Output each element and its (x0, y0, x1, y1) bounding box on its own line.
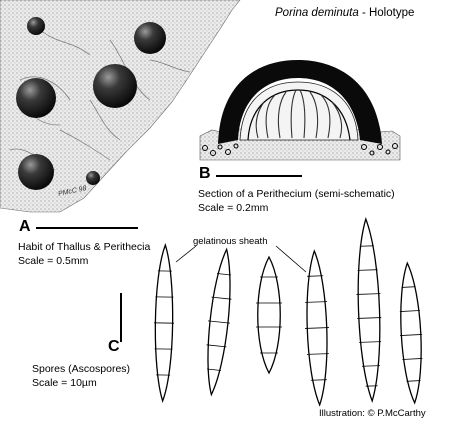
algal-cell (369, 150, 375, 156)
title-separator: - (358, 7, 369, 19)
algal-cell (361, 144, 367, 150)
spores-drawing (153, 217, 423, 407)
species-name: Porina deminuta (275, 7, 359, 19)
spore-1 (153, 243, 175, 403)
type-label: Holotype (368, 7, 415, 19)
figure-title: Porina deminuta - Holotype (275, 7, 414, 20)
spore-4 (304, 249, 330, 407)
gelatinous-sheath-label: gelatinous sheath (193, 236, 268, 247)
panel-a-letter: A (19, 218, 31, 235)
panel-a-scale-bar (36, 227, 138, 229)
perithecium-small-2 (86, 171, 100, 185)
perithecium-medium-1 (134, 22, 166, 54)
panel-b-caption: Section of a Perithecium (semi-schematic… (198, 188, 395, 200)
panel-c-scale-bar (120, 293, 122, 342)
perithecium-medium-2 (18, 154, 54, 190)
perithecium-large-1 (93, 64, 137, 108)
spore-5 (356, 217, 382, 403)
algal-cell (392, 143, 398, 149)
algal-cell (225, 149, 231, 155)
algal-cell (210, 150, 216, 156)
panel-b-scale: Scale = 0.2mm (198, 202, 269, 214)
panel-c-caption: Spores (Ascospores) (32, 363, 131, 375)
algal-cell (385, 149, 391, 155)
perithecium-large-2 (16, 78, 56, 118)
algal-cell (233, 143, 239, 149)
illustration-credit: Illustration: © P.McCarthy (319, 408, 426, 419)
panel-b-scale-bar (216, 175, 302, 177)
perithecium-section-drawing (199, 60, 401, 161)
spore-3 (256, 255, 282, 375)
panel-c-scale: Scale = 10µm (32, 377, 97, 389)
perithecium-small-1 (27, 17, 45, 35)
panel-a-scale: Scale = 0.5mm (18, 255, 89, 267)
inner-wall (247, 89, 351, 141)
panel-c-letter: C (108, 338, 120, 355)
asci (255, 89, 343, 139)
thallus-drawing (0, 0, 241, 213)
centrum (239, 81, 359, 141)
panel-b-letter: B (199, 165, 211, 182)
sheath-leader-lines (175, 245, 307, 273)
algal-cell (202, 145, 208, 151)
panel-a-caption: Habit of Thallus & Perithecia (18, 241, 151, 253)
spore-2 (206, 247, 232, 397)
algal-cell (377, 144, 383, 150)
spore-6 (399, 261, 423, 405)
algal-cell (217, 144, 223, 150)
outer-wall (218, 60, 382, 144)
